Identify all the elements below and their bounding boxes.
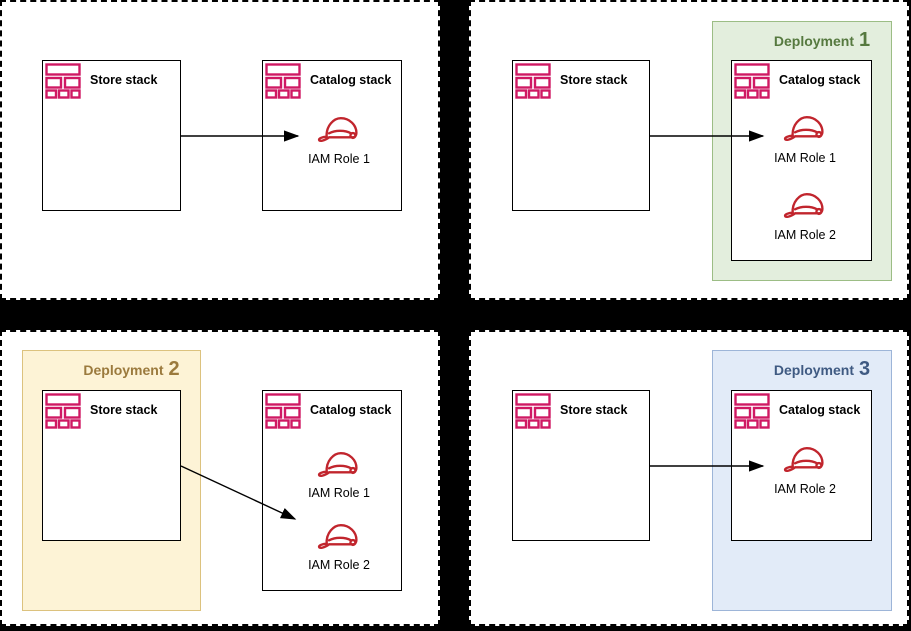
catalog-stack-box: Catalog stack [731,60,872,261]
deployment-number: 1 [859,29,871,51]
iam-role-icon [783,116,824,141]
iam-role-icon [317,117,358,142]
store-stack-label: Store stack [90,403,158,417]
store-stack-box: Store stack [512,60,650,211]
iam-role-label: IAM Role 2 [774,482,836,496]
catalog-stack-label: Catalog stack [310,403,392,417]
stack-icon [265,63,301,99]
deployment-word: Deployment [773,362,854,378]
stack-icon [45,63,81,99]
iam-role-label: IAM Role 1 [308,152,370,166]
store-stack-label: Store stack [560,403,628,417]
iam-role-icon [317,452,358,477]
catalog-stack-label: Catalog stack [779,403,861,417]
iam-role-label: IAM Role 1 [308,486,370,500]
store-stack-label: Store stack [90,73,158,87]
store-stack-box: Store stack [42,60,181,211]
stack-icon [734,393,770,429]
stack-icon [734,63,770,99]
deployment-number: 3 [859,358,871,380]
deployment-1-title: Deployment 1 [713,29,891,52]
catalog-stack-label: Catalog stack [779,73,861,87]
iam-role-label: IAM Role 2 [308,558,370,572]
stack-icon [265,393,301,429]
deployment-word: Deployment [83,362,164,378]
deployment-word: Deployment [773,33,854,49]
stack-icon [515,63,551,99]
iam-role-icon [783,193,824,218]
store-stack-box: Store stack [42,390,181,541]
iam-role-label: IAM Role 2 [774,228,836,242]
deployment-number: 2 [168,358,180,380]
store-stack-box: Store stack [512,390,650,541]
panel-quadrant-4: Deployment 3 Store stack Catalog stack IA… [469,330,909,626]
iam-role-label: IAM Role 1 [774,151,836,165]
deployment-3-title: Deployment 3 [713,358,891,381]
stack-icon [45,393,81,429]
iam-role-icon [317,524,358,549]
iam-role-icon [783,447,824,472]
panel-quadrant-1: Store stack Catalog stack IAM Role 1 [0,0,440,300]
stack-icon [515,393,551,429]
panel-quadrant-2: Deployment 1 Store stack Catalog stack IA… [469,0,909,300]
catalog-stack-label: Catalog stack [310,73,392,87]
store-stack-label: Store stack [560,73,628,87]
